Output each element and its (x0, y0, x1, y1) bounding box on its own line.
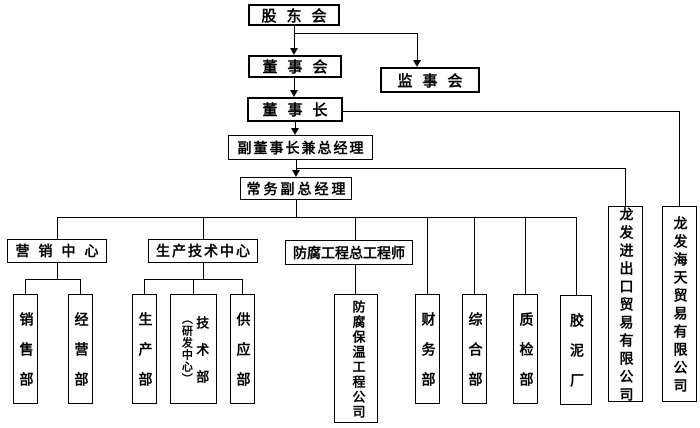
node-import-export-company: 龙发进出口贸易有限公司 (608, 206, 643, 405)
node-supply-dept: 供应部 (230, 294, 255, 404)
node-general-dept-label: 综合部 (466, 312, 483, 402)
connector-drop-quality (525, 217, 526, 294)
node-production-tech-center: 生产技术中心 (148, 239, 258, 263)
node-anticorrosion-insulation-company: 防腐保温工程公司 (334, 294, 378, 423)
connector-marketing-bus (25, 279, 81, 280)
connector-chairman-haitian-v (679, 111, 680, 206)
node-haitian-trading-company-label: 龙发海天贸易有限公司 (671, 216, 688, 396)
node-quality-dept-label: 质检部 (517, 312, 534, 402)
connector-shareholders-board (294, 26, 295, 48)
node-operations-dept-label: 经营部 (72, 312, 89, 402)
node-anticorrosion-insulation-company-label: 防腐保温工程公司 (349, 299, 365, 420)
node-finance-dept: 财务部 (415, 294, 440, 404)
node-cement-factory-label: 胶泥厂 (568, 313, 585, 403)
connector-drop-marketing (57, 217, 58, 239)
connector-chairman-haitian-h (343, 111, 680, 112)
node-sales-dept: 销售部 (13, 294, 38, 404)
connector-shareholders-supervisory-h (294, 33, 418, 34)
node-import-export-company-label: 龙发进出口贸易有限公司 (617, 207, 634, 405)
connector-vice-exec (296, 160, 297, 170)
node-finance-dept-label: 财务部 (419, 312, 436, 402)
connector-drop-general (474, 217, 475, 294)
node-board: 董事会 (248, 55, 342, 78)
node-marketing-center: 营销中心 (7, 239, 107, 263)
node-production-dept-label: 生产部 (136, 312, 153, 402)
connector-drop-technology-dept (193, 279, 194, 294)
connector-drop-chief-engineer (355, 217, 356, 240)
node-general-dept: 综合部 (462, 294, 487, 404)
connector-vice-importexport-h (296, 168, 626, 169)
connector-drop-supply-dept (242, 279, 243, 294)
connector-exec-stem (296, 200, 297, 217)
connector-drop-finance (427, 217, 428, 294)
node-cement-factory: 胶泥厂 (560, 295, 592, 405)
node-anticorrosion-chief-engineer-label: 防腐工程总工程师 (293, 245, 405, 262)
arrowhead-vice-chairman (291, 128, 299, 135)
connector-main-bus (57, 217, 577, 218)
node-vice-chairman-gm: 副董事长兼总经理 (228, 135, 373, 160)
connector-production-tech-stem (203, 263, 204, 279)
node-shareholders-label: 股东会 (261, 6, 337, 25)
arrowhead-exec-deputy-gm (292, 170, 300, 177)
node-vice-chairman-gm-label: 副董事长兼总经理 (237, 140, 366, 157)
node-exec-deputy-gm-label: 常务副总经理 (246, 181, 349, 198)
connector-marketing-stem (57, 263, 58, 279)
connector-drop-production-dept (144, 279, 145, 294)
node-production-tech-center-label: 生产技术中心 (156, 244, 252, 260)
node-supervisory: 监事会 (380, 67, 480, 93)
connector-board-chairman (294, 78, 295, 90)
arrowhead-supervisory (413, 60, 421, 67)
node-production-dept: 生产部 (132, 294, 157, 404)
node-operations-dept: 经营部 (68, 294, 93, 404)
connector-chairman-vice (295, 122, 296, 128)
connector-vice-importexport-v (625, 168, 626, 206)
node-haitian-trading-company: 龙发海天贸易有限公司 (662, 206, 697, 402)
arrowhead-board (290, 48, 298, 55)
connector-shareholders-supervisory-v (417, 33, 418, 60)
connector-drop-operations (80, 279, 81, 294)
connector-drop-sales (25, 279, 26, 294)
node-quality-dept: 质检部 (513, 294, 538, 404)
node-exec-deputy-gm: 常务副总经理 (240, 177, 352, 200)
node-sales-dept-label: 销售部 (17, 312, 34, 402)
arrowhead-chairman (290, 90, 298, 97)
node-supply-dept-label: 供应部 (234, 312, 251, 402)
node-technology-dept-label: 技术部 (193, 315, 209, 397)
node-chairman-label: 董事长 (262, 101, 338, 119)
node-board-label: 董事会 (262, 58, 338, 76)
connector-drop-cement-factory (576, 217, 577, 295)
node-marketing-center-label: 营销中心 (15, 244, 108, 260)
node-supervisory-label: 监事会 (397, 71, 473, 90)
connector-chief-engineer-company (355, 265, 356, 294)
node-chairman: 董事长 (247, 97, 343, 122)
connector-drop-production-tech (203, 217, 204, 239)
node-technology-dept: 技术部 （研发中心） (170, 294, 217, 404)
node-anticorrosion-chief-engineer: 防腐工程总工程师 (285, 240, 413, 265)
node-technology-dept-sub-label: （研发中心） (180, 313, 194, 385)
node-shareholders: 股东会 (248, 4, 340, 26)
